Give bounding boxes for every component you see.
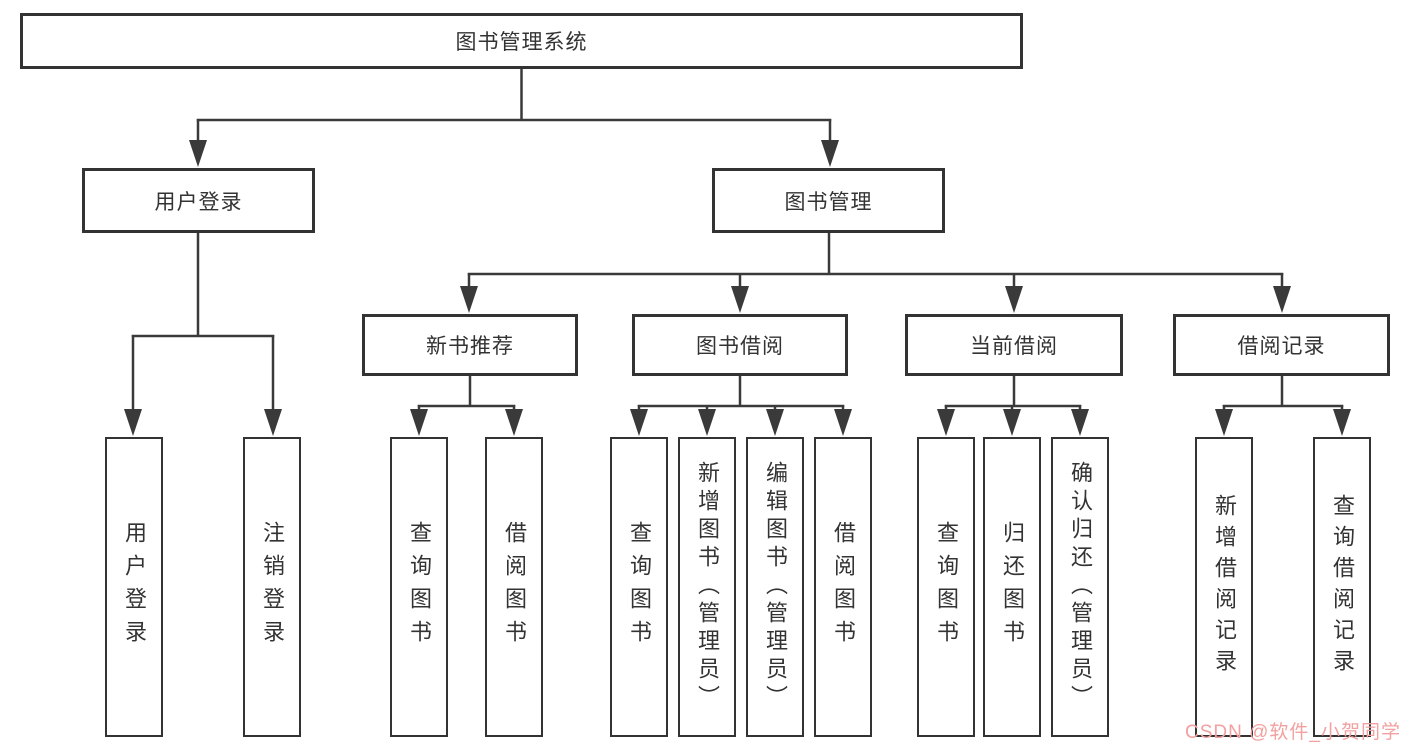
node-user-login: 用户登录 bbox=[82, 168, 315, 233]
leaf-query-books-borrowing: 查询图书 bbox=[610, 437, 668, 737]
leaf-logout: 注销登录 bbox=[243, 437, 301, 737]
node-current-borrowing: 当前借阅 bbox=[905, 314, 1123, 376]
leaf-label: 编辑图书（管理员） bbox=[763, 461, 788, 713]
leaf-return-book: 归还图书 bbox=[983, 437, 1041, 737]
watermark: CSDN @软件_小贺同学 bbox=[1185, 722, 1401, 743]
leaf-label: 确认归还（管理员） bbox=[1068, 461, 1093, 713]
leaf-label: 查询图书 bbox=[627, 521, 652, 653]
leaf-borrow-book: 借阅图书 bbox=[814, 437, 872, 737]
leaf-label: 查询图书 bbox=[407, 521, 432, 653]
leaf-label: 归还图书 bbox=[1000, 521, 1025, 653]
leaf-user-login: 用户登录 bbox=[105, 437, 163, 737]
leaf-label: 新增图书（管理员） bbox=[695, 461, 720, 713]
leaf-label: 查询图书 bbox=[934, 521, 959, 653]
leaf-add-borrow-record: 新增借阅记录 bbox=[1195, 437, 1253, 737]
node-book-management: 图书管理 bbox=[712, 168, 945, 233]
node-borrowing-records: 借阅记录 bbox=[1173, 314, 1390, 376]
leaf-query-books-current: 查询图书 bbox=[917, 437, 975, 737]
node-book-borrowing: 图书借阅 bbox=[632, 314, 848, 376]
leaf-query-books-recommend: 查询图书 bbox=[390, 437, 448, 737]
leaf-label: 借阅图书 bbox=[831, 521, 856, 653]
leaf-label: 用户登录 bbox=[122, 521, 147, 653]
leaf-label: 借阅图书 bbox=[502, 521, 527, 653]
leaf-label: 注销登录 bbox=[260, 521, 285, 653]
leaf-confirm-return-admin: 确认归还（管理员） bbox=[1051, 437, 1109, 737]
leaf-query-borrow-record: 查询借阅记录 bbox=[1313, 437, 1371, 737]
leaf-edit-book-admin: 编辑图书（管理员） bbox=[746, 437, 804, 737]
leaf-add-book-admin: 新增图书（管理员） bbox=[678, 437, 736, 737]
leaf-borrow-book-recommend: 借阅图书 bbox=[485, 437, 543, 737]
node-new-book-recommendation: 新书推荐 bbox=[362, 314, 578, 376]
node-library-system: 图书管理系统 bbox=[20, 13, 1023, 69]
leaf-label: 新增借阅记录 bbox=[1212, 494, 1237, 680]
leaf-label: 查询借阅记录 bbox=[1330, 494, 1355, 680]
